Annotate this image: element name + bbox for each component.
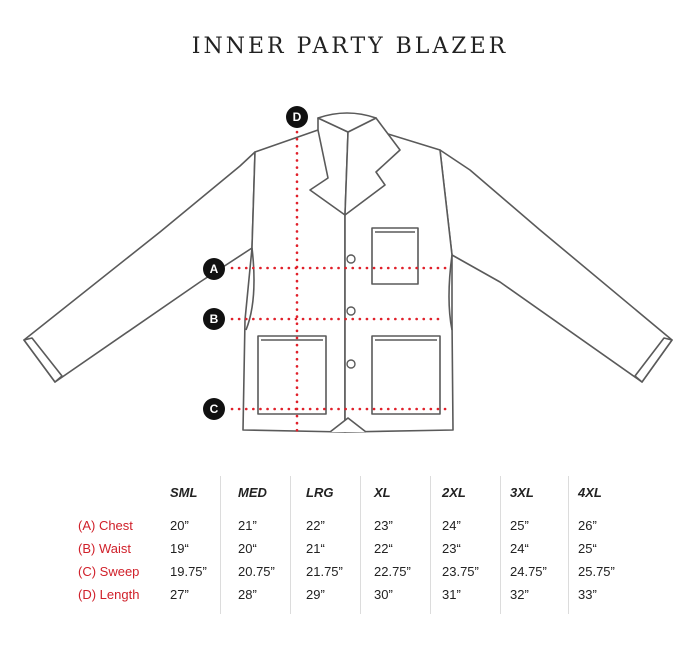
table-cell: 19“ [170, 541, 189, 556]
table-cell: 21.75” [306, 564, 343, 579]
table-row: (D) Length 27” 28” 29” 30” 31” 32” 33” [72, 583, 636, 606]
page-title: INNER PARTY BLAZER [191, 34, 509, 59]
size-header: 2XL [442, 484, 466, 500]
size-header: 4XL [578, 484, 602, 500]
table-cell: 20” [170, 518, 189, 533]
table-cell: 25.75” [578, 564, 615, 579]
button-middle [346, 306, 356, 316]
size-header-row: SML MED LRG XL 2XL 3XL 4XL [72, 478, 636, 506]
table-cell: 20.75” [238, 564, 275, 579]
table-cell: 24“ [510, 541, 529, 556]
blazer-illustration [23, 112, 673, 434]
table-cell: 33” [578, 587, 597, 602]
table-cell: 32” [510, 587, 529, 602]
table-cell: 26” [578, 518, 597, 533]
table-cell: 23.75” [442, 564, 479, 579]
size-header: SML [170, 484, 198, 500]
table-cell: 23” [374, 518, 393, 533]
table-row: (C) Sweep 19.75” 20.75” 21.75” 22.75” 23… [72, 560, 636, 583]
table-cell: 29” [306, 587, 325, 602]
table-cell: 25” [510, 518, 529, 533]
size-header: 3XL [510, 484, 534, 500]
row-label: (D) Length [78, 587, 140, 602]
table-cell: 19.75” [170, 564, 207, 579]
size-header: LRG [306, 484, 334, 500]
table-cell: 20“ [238, 541, 257, 556]
table-cell: 21” [238, 518, 257, 533]
table-cell: 22“ [374, 541, 393, 556]
table-cell: 28” [238, 587, 257, 602]
size-header: XL [374, 484, 391, 500]
size-chart-table: SML MED LRG XL 2XL 3XL 4XL (A) Chest 20”… [72, 478, 636, 606]
button-top [346, 254, 356, 264]
row-label: (A) Chest [78, 518, 133, 533]
table-cell: 30” [374, 587, 393, 602]
table-cell: 24.75” [510, 564, 547, 579]
button-bottom [346, 359, 356, 369]
table-cell: 24” [442, 518, 461, 533]
table-cell: 31” [442, 587, 461, 602]
table-cell: 22.75” [374, 564, 411, 579]
table-cell: 21“ [306, 541, 325, 556]
table-cell: 22” [306, 518, 325, 533]
table-row: (A) Chest 20” 21” 22” 23” 24” 25” 26” [72, 514, 636, 537]
row-label: (B) Waist [78, 541, 131, 556]
row-label: (C) Sweep [78, 564, 140, 579]
marker-c: C [203, 398, 225, 420]
size-header: MED [238, 484, 267, 500]
table-cell: 25“ [578, 541, 597, 556]
marker-b: B [203, 308, 225, 330]
table-cell: 27” [170, 587, 189, 602]
marker-d: D [286, 106, 308, 128]
table-row: (B) Waist 19“ 20“ 21“ 22“ 23“ 24“ 25“ [72, 537, 636, 560]
marker-a: A [203, 258, 225, 280]
table-cell: 23“ [442, 541, 461, 556]
